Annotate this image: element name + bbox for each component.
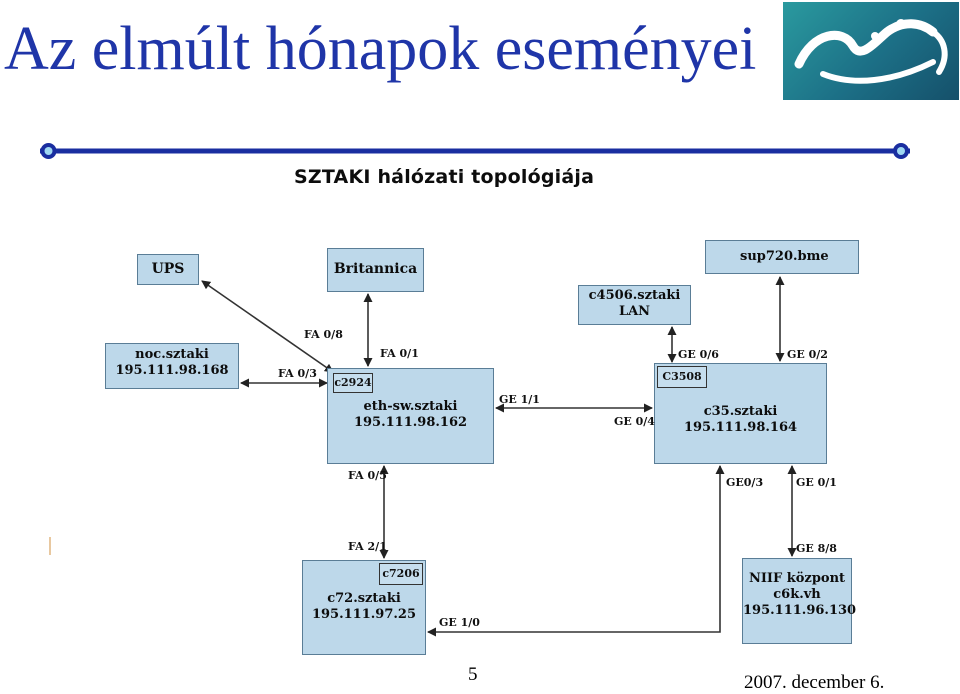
node-niif-host: c6k.vh [773, 586, 821, 602]
port-label-ge01: GE 0/1 [796, 476, 837, 489]
node-c4506-name: c4506.sztaki [588, 288, 681, 303]
port-label-ge04: GE 0/4 [614, 415, 655, 428]
port-label-fa01: FA 0/1 [380, 347, 419, 360]
node-c72-sztaki: c7206 c72.sztaki 195.111.97.25 [302, 560, 426, 655]
node-britannica-label: Britannica [333, 261, 418, 277]
link-ups-ethsw [201, 280, 334, 373]
port-label-ge88: GE 8/8 [796, 542, 837, 555]
node-c72-tag: c7206 [379, 563, 423, 585]
port-label-fa21: FA 2/1 [348, 540, 387, 553]
port-label-fa08: FA 0/8 [304, 328, 343, 341]
node-ups-label: UPS [151, 261, 185, 277]
node-c72-text: c72.sztaki 195.111.97.25 [303, 591, 425, 623]
node-eth-sw-name: eth-sw.sztaki [363, 399, 458, 414]
node-noc-sztaki-ip: 195.111.98.168 [115, 362, 229, 378]
slide-title: Az elmúlt hónapok eseményei [4, 15, 757, 83]
node-noc-sztaki-text: noc.sztaki 195.111.98.168 [106, 347, 238, 379]
node-c35-sztaki: C3508 c35.sztaki 195.111.98.164 [654, 363, 827, 464]
node-c35-text: c35.sztaki 195.111.98.164 [655, 404, 826, 436]
node-noc-sztaki-name: noc.sztaki [135, 347, 209, 362]
node-c35-ip: 195.111.98.164 [683, 419, 798, 435]
node-eth-sw-text: eth-sw.sztaki 195.111.98.162 [328, 399, 493, 431]
port-label-ge02: GE 0/2 [787, 348, 828, 361]
node-c4506-text: c4506.sztaki LAN [579, 288, 690, 320]
port-label-ge11: GE 1/1 [499, 393, 540, 406]
node-niif-kozpont: NIIF központ c6k.vh 195.111.96.130 [742, 558, 857, 644]
node-niif-text: NIIF központ c6k.vh 195.111.96.130 [743, 571, 857, 619]
diagram-title: SZTAKI hálózati topológiája [294, 166, 595, 188]
node-c35-tag: C3508 [657, 366, 707, 388]
port-label-fa03: FA 0/3 [278, 367, 317, 380]
port-label-ge10: GE 1/0 [439, 616, 480, 629]
node-niif-ip: 195.111.96.130 [743, 602, 857, 618]
node-c72-ip: 195.111.97.25 [311, 606, 417, 622]
link-c72-c35 [427, 465, 725, 637]
niif-logo [783, 2, 959, 100]
node-eth-sw-tag: c2924 [333, 373, 373, 393]
port-label-ge03: GE0/3 [726, 476, 764, 489]
page-number: 5 [468, 664, 478, 685]
node-eth-sw-ip: 195.111.98.162 [353, 414, 468, 430]
node-c35-name: c35.sztaki [703, 404, 778, 419]
node-ups: UPS [137, 254, 199, 285]
node-noc-sztaki: noc.sztaki 195.111.98.168 [105, 343, 239, 389]
title-underline-bar [40, 143, 910, 159]
node-eth-sw-sztaki: c2924 eth-sw.sztaki 195.111.98.162 [327, 368, 494, 464]
node-c4506-sztaki: c4506.sztaki LAN [578, 285, 691, 325]
port-label-ge06: GE 0/6 [678, 348, 719, 361]
node-britannica: Britannica [327, 248, 424, 292]
node-niif-name: NIIF központ [748, 571, 846, 586]
slide-date: 2007. december 6. [744, 672, 885, 693]
port-label-fa05: FA 0/5 [348, 469, 387, 482]
niif-logo-mark [794, 19, 948, 84]
node-sup720-label: sup720.bme [740, 249, 829, 264]
node-c4506-lan: LAN [618, 303, 651, 319]
decorative-tick [49, 537, 51, 555]
node-c72-name: c72.sztaki [327, 591, 401, 606]
node-sup720-bme: sup720.bme [705, 240, 859, 274]
